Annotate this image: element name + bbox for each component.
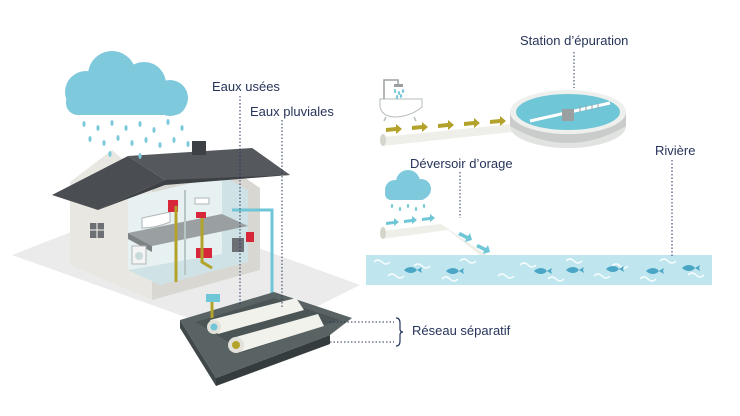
leader-lines [239, 52, 673, 343]
house [52, 141, 290, 315]
shower-bathtub-icon [379, 79, 423, 122]
rain-cloud-icon [65, 51, 190, 159]
river [366, 255, 712, 285]
label-riviere: Rivière [655, 143, 696, 158]
label-reseau-separatif: Réseau séparatif [412, 323, 511, 338]
bracket [395, 317, 404, 347]
label-eaux-usees: Eaux usées [212, 79, 280, 94]
rain-cloud-icon [385, 170, 431, 211]
label-eaux-pluviales: Eaux pluviales [250, 104, 334, 119]
treatment-plant [510, 90, 626, 148]
separate-sewer-trench [180, 292, 352, 386]
label-station-epuration: Station d’épuration [520, 33, 629, 48]
label-deversoir-orage: Déversoir d’orage [410, 156, 513, 171]
waste-water-pipe [380, 116, 512, 146]
